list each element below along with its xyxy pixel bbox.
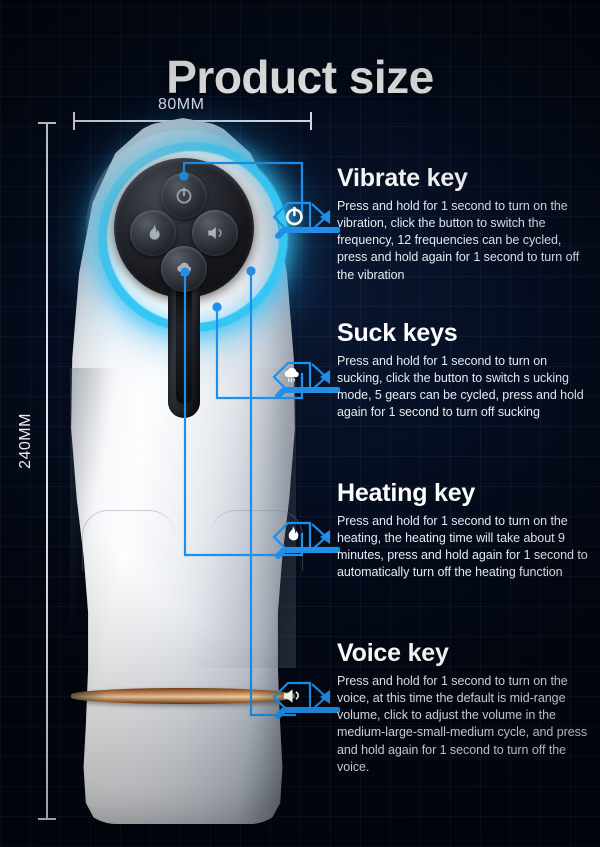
badge-vibrate[interactable] [268, 192, 340, 242]
control-pad-stem-inner [176, 276, 192, 404]
product-gold-ring [71, 688, 295, 704]
flame-icon [149, 224, 160, 240]
power-icon [285, 206, 303, 226]
heat-button[interactable] [130, 210, 176, 256]
height-dimension-cap-bottom [38, 818, 56, 820]
feature-title-heating: Heating key [337, 479, 476, 507]
feature-title-vibrate: Vibrate key [337, 164, 468, 192]
suction-icon [177, 262, 191, 277]
voice-button[interactable] [192, 210, 238, 256]
width-dimension-label: 80MM [158, 96, 205, 113]
suction-icon [284, 367, 299, 383]
feature-title-suck: Suck keys [337, 319, 458, 347]
height-dimension-line [46, 122, 48, 820]
feature-voice: Voice key Press and hold for 1 second to… [337, 639, 589, 776]
feature-suck: Suck keys Press and hold for 1 second to… [337, 319, 589, 422]
power-icon [176, 187, 192, 204]
flame-icon [288, 526, 299, 541]
page-title: Product size [166, 50, 434, 103]
feature-vibrate: Vibrate key Press and hold for 1 second … [337, 164, 589, 284]
width-dimension-cap-right [310, 112, 312, 130]
height-dimension-cap-top [38, 122, 56, 124]
power-button[interactable] [161, 173, 207, 219]
feature-heating: Heating key Press and hold for 1 second … [337, 479, 589, 582]
badge-suck[interactable] [268, 352, 340, 402]
feature-description-vibrate: Press and hold for 1 second to turn on t… [337, 198, 580, 282]
suck-button[interactable] [161, 246, 207, 292]
speaker-icon [283, 689, 299, 703]
height-dimension-label: 240MM [16, 413, 34, 469]
speaker-icon [208, 227, 222, 239]
feature-description-suck: Press and hold for 1 second to turn on s… [337, 353, 584, 420]
feature-description-heating: Press and hold for 1 second to turn on t… [337, 513, 588, 580]
feature-title-voice: Voice key [337, 639, 449, 667]
badge-voice[interactable] [268, 672, 340, 722]
feature-description-voice: Press and hold for 1 second to turn on t… [337, 673, 588, 774]
badge-heating[interactable] [268, 512, 340, 562]
width-dimension-cap-left [73, 112, 75, 130]
